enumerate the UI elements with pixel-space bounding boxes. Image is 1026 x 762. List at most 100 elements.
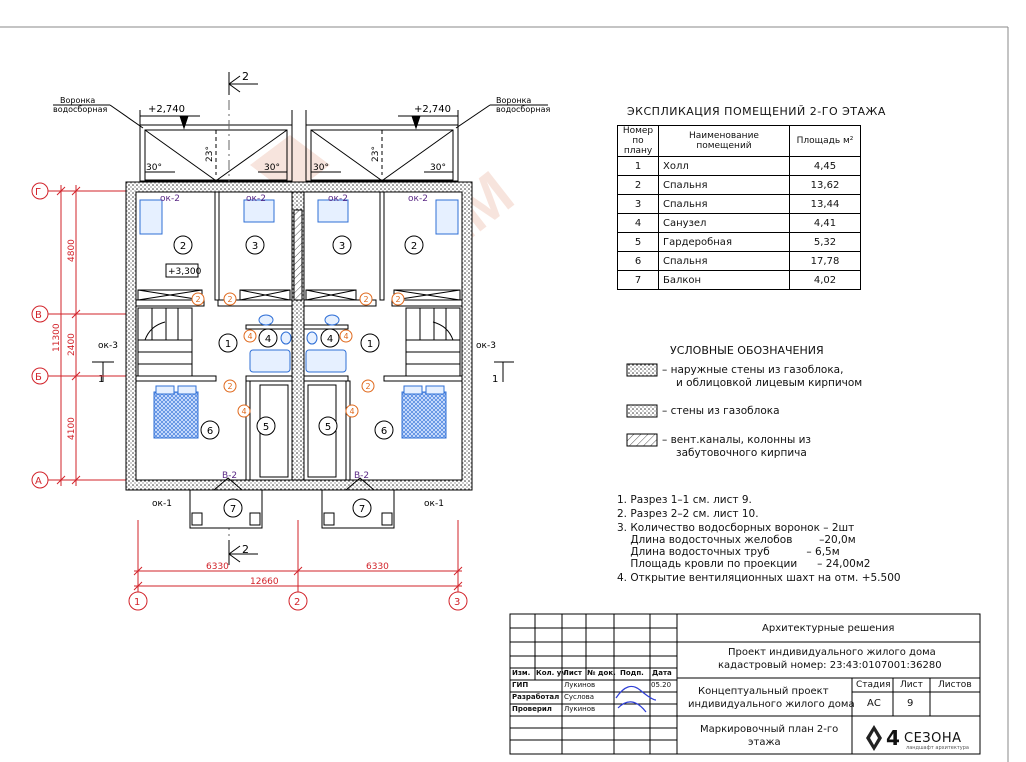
slope-label: 23° <box>205 146 215 162</box>
room-number: 7 <box>230 504 236 515</box>
door-marker-num: 2 <box>227 382 232 391</box>
dim-label: 4100 <box>67 417 77 440</box>
stamp-role: Проверил <box>512 705 552 713</box>
angle-label: 30° <box>313 163 329 173</box>
stamp-person: Лукинов <box>564 681 596 689</box>
window-label: ок-3 <box>98 341 118 351</box>
section-mark-left <box>92 361 514 382</box>
room-number: 5 <box>263 422 269 433</box>
company-subtitle: ландшафт архитектура <box>906 745 969 751</box>
room-number: 5 <box>325 422 331 433</box>
dimension-horizontal <box>128 520 468 611</box>
room-number: 1 <box>225 339 231 350</box>
cell: Санузел <box>658 213 790 233</box>
stamp-sheets-header: Листов <box>938 680 972 690</box>
legend-swatch-outer-wall <box>626 363 658 377</box>
window-label: ок-1 <box>152 499 172 509</box>
stamp-stage: АС <box>867 698 881 709</box>
cell: 17,78 <box>789 251 861 271</box>
room-number: 4 <box>327 334 333 345</box>
stamp-role: Разработал <box>512 693 560 701</box>
stamp-col-header: Лист <box>563 669 582 677</box>
stamp-stage-header: Стадия <box>856 680 891 690</box>
axis-label: 2 <box>294 597 300 608</box>
col-header: Наименование помещений <box>658 125 790 157</box>
axis-label: 1 <box>134 597 140 608</box>
door-marker-num: 2 <box>395 295 400 304</box>
stamp-col-header: Изм. <box>512 669 531 677</box>
door-marker-num: 2 <box>363 295 368 304</box>
roof-balcony-left <box>139 110 293 182</box>
stamp-sheet-line: Маркировочный план 2-го <box>700 724 839 735</box>
stamp-date: 05.20 <box>651 681 672 689</box>
room-number: 2 <box>411 241 417 252</box>
cell: 2 <box>617 175 659 195</box>
door-marker-num: 4 <box>343 332 348 341</box>
window-label: ок-2 <box>160 194 180 204</box>
signature-scribble <box>615 685 657 713</box>
stamp-person: Лукинов <box>564 705 596 713</box>
room-circles <box>173 235 424 518</box>
explication-title: ЭКСПЛИКАЦИЯ ПОМЕЩЕНИЙ 2-ГО ЭТАЖА <box>627 105 886 118</box>
dim-label: 12660 <box>250 577 279 587</box>
note-line: 3. Количество водосборных воронок – 2шт <box>617 522 855 534</box>
door-markers <box>191 292 405 418</box>
legend-item: забутовочного кирпича <box>676 447 807 459</box>
legend-item: – наружные стены из газоблока, <box>662 364 844 376</box>
door-label: В-2 <box>222 471 237 481</box>
cell: 13,44 <box>789 194 861 214</box>
dimension-vertical <box>56 185 81 486</box>
col-header: Площадь м² <box>789 125 861 157</box>
axis-markers-rows <box>31 182 128 489</box>
cell: Холл <box>658 156 790 176</box>
stamp-col-header: Подп. <box>620 669 644 677</box>
window-label: ок-2 <box>408 194 428 204</box>
axis-label: Г <box>35 187 41 198</box>
note-line: Длина водосточных труб – 6,5м <box>617 546 840 558</box>
stamp-col-header: № док. <box>587 669 616 677</box>
explication-table: Номер по плану Наименование помещений Пл… <box>617 125 861 290</box>
company-logo <box>866 725 882 751</box>
room-number: 3 <box>339 241 345 252</box>
door-label: В-2 <box>354 471 369 481</box>
cell: Балкон <box>658 270 790 290</box>
level-right: +2,740 <box>414 104 451 115</box>
funnel-label: Воронка <box>60 96 95 105</box>
section-label: 1 <box>492 374 498 385</box>
section-label: 2 <box>242 543 249 556</box>
door-marker-num: 2 <box>227 295 232 304</box>
note-line: 2. Разрез 2–2 см. лист 10. <box>617 508 759 520</box>
axis-label: А <box>35 476 42 487</box>
roof-balcony-right <box>305 110 459 182</box>
floor-level-label: +3,300 <box>168 267 202 277</box>
legend-swatch-vent <box>626 433 658 447</box>
stamp-project-line: Проект индивидуального жилого дома <box>728 647 936 658</box>
window-label: ок-1 <box>424 499 444 509</box>
axis-label: 3 <box>454 597 460 608</box>
cell: Спальня <box>658 175 790 195</box>
stamp-project-line: кадастровый номер: 23:43:0107001:36280 <box>718 660 942 671</box>
dim-label: 4800 <box>67 239 77 262</box>
window-label: ок-2 <box>328 194 348 204</box>
cell: 1 <box>617 156 659 176</box>
funnel-label: водосборная <box>53 105 107 114</box>
angle-label: 30° <box>264 163 280 173</box>
door-marker-num: 4 <box>241 407 246 416</box>
stamp-sheet-line: этажа <box>748 737 781 748</box>
bathroom-fixtures <box>249 314 347 373</box>
door-marker-num: 2 <box>365 382 370 391</box>
dim-label: 2400 <box>67 333 77 356</box>
stamp-col-header: Дата <box>652 669 672 677</box>
angle-label: 30° <box>430 163 446 173</box>
axis-label: В <box>35 310 42 321</box>
room-number: 3 <box>252 241 258 252</box>
cell: Спальня <box>658 194 790 214</box>
cell: 5,32 <box>789 232 861 252</box>
note-line: 4. Открытие вентиляционных шахт на отм. … <box>617 572 901 584</box>
slope-label: 23° <box>371 146 381 162</box>
cell: 4,41 <box>789 213 861 233</box>
dim-label: 6330 <box>206 562 229 572</box>
